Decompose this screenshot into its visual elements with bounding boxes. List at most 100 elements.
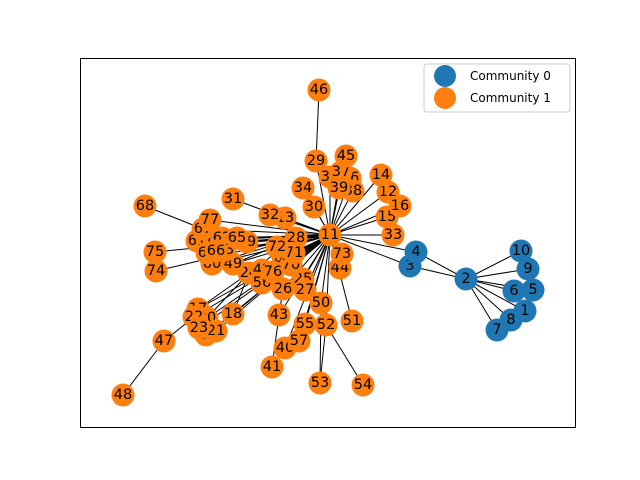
node-circle-39	[327, 176, 351, 200]
node-label-53: 53	[311, 375, 329, 391]
node-6: 6	[502, 279, 526, 303]
node-circle-11	[318, 223, 342, 247]
node-75: 75	[143, 240, 167, 264]
node-label-41: 41	[263, 359, 281, 375]
node-label-32: 32	[261, 207, 279, 223]
node-label-72: 72	[268, 239, 286, 255]
node-circle-21	[204, 319, 228, 343]
node-label-31: 31	[224, 191, 242, 207]
node-11: 11	[318, 223, 342, 247]
node-label-21: 21	[207, 323, 225, 339]
node-circle-50	[309, 291, 333, 315]
node-label-74: 74	[147, 263, 165, 279]
node-label-77: 77	[201, 212, 219, 228]
node-label-46: 46	[310, 82, 328, 98]
node-label-30: 30	[305, 199, 323, 215]
legend-swatch-community-0	[434, 65, 456, 87]
node-label-54: 54	[354, 377, 372, 393]
node-label-18: 18	[224, 306, 242, 322]
node-46: 46	[307, 78, 331, 102]
node-label-23: 23	[190, 320, 208, 336]
node-circle-32	[258, 203, 282, 227]
node-circle-2	[454, 267, 478, 291]
node-circle-29	[304, 149, 328, 173]
node-5: 5	[521, 278, 545, 302]
node-circle-30	[302, 195, 326, 219]
node-18: 18	[221, 302, 245, 326]
edge-11-29	[315, 160, 331, 236]
edge-52-54	[325, 324, 364, 386]
node-label-7: 7	[492, 322, 501, 338]
edge-11-12	[329, 191, 389, 236]
node-circle-6	[502, 279, 526, 303]
node-label-39: 39	[330, 180, 348, 196]
legend-box	[423, 63, 571, 113]
node-circle-5	[521, 278, 545, 302]
edge-3-11	[329, 234, 411, 267]
node-label-45: 45	[337, 148, 355, 164]
node-circle-72	[265, 235, 289, 259]
node-circle-66	[204, 239, 228, 263]
node-circle-52	[314, 313, 338, 337]
node-circle-8	[499, 308, 523, 332]
node-31: 31	[221, 187, 245, 211]
legend-label-community-0: Community 0	[470, 69, 551, 83]
node-circle-18	[221, 302, 245, 326]
legend: Community 0 Community 1	[423, 63, 571, 113]
node-circle-41	[260, 355, 284, 379]
node-label-48: 48	[114, 387, 132, 403]
node-label-5: 5	[528, 282, 537, 298]
node-label-71: 71	[285, 245, 303, 261]
node-label-1: 1	[520, 303, 529, 319]
node-circle-76	[261, 260, 285, 284]
node-39: 39	[327, 176, 351, 200]
node-label-47: 47	[155, 333, 173, 349]
node-34: 34	[291, 176, 315, 200]
node-66: 66	[204, 239, 228, 263]
node-circle-43	[267, 303, 291, 327]
node-circle-48	[111, 383, 135, 407]
node-circle-23	[187, 316, 211, 340]
node-label-55: 55	[296, 316, 314, 332]
node-4: 4	[404, 240, 428, 264]
node-circle-53	[308, 371, 332, 395]
node-54: 54	[351, 373, 375, 397]
node-50: 50	[309, 291, 333, 315]
node-8: 8	[499, 308, 523, 332]
node-circle-54	[351, 373, 375, 397]
node-circle-75	[143, 240, 167, 264]
node-circle-46	[307, 78, 331, 102]
node-label-4: 4	[411, 244, 420, 260]
node-30: 30	[302, 195, 326, 219]
node-circle-57	[287, 329, 311, 353]
edge-4-11	[329, 234, 417, 253]
node-72: 72	[265, 235, 289, 259]
node-label-65: 65	[228, 230, 246, 246]
node-74: 74	[144, 259, 168, 283]
node-47: 47	[152, 329, 176, 353]
node-label-33: 33	[384, 227, 402, 243]
node-label-50: 50	[312, 295, 330, 311]
edge-11-14	[329, 174, 382, 236]
node-16: 16	[388, 194, 412, 218]
node-circle-9	[516, 257, 540, 281]
node-21: 21	[204, 319, 228, 343]
node-57: 57	[287, 329, 311, 353]
node-label-76: 76	[264, 264, 282, 280]
node-circle-77	[198, 208, 222, 232]
node-9: 9	[516, 257, 540, 281]
node-label-16: 16	[391, 198, 409, 214]
node-circle-4	[404, 240, 428, 264]
node-circle-33	[381, 223, 405, 247]
node-label-26: 26	[274, 281, 292, 297]
node-circle-31	[221, 187, 245, 211]
node-circle-16	[388, 194, 412, 218]
node-41: 41	[260, 355, 284, 379]
node-label-52: 52	[317, 317, 335, 333]
node-33: 33	[381, 223, 405, 247]
node-label-73: 73	[333, 246, 351, 262]
node-14: 14	[369, 163, 393, 187]
node-circle-73	[330, 242, 354, 266]
node-76: 76	[261, 260, 285, 284]
node-53: 53	[308, 371, 332, 395]
